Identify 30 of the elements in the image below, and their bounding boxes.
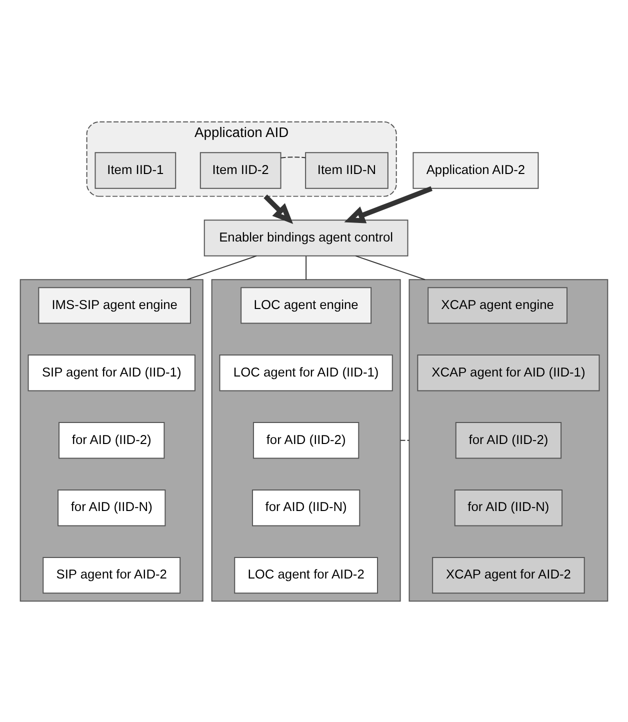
node-box: for AID (IID-2) bbox=[252, 422, 360, 458]
node-box: for AID (IID-2) bbox=[58, 422, 165, 458]
cluster bbox=[211, 278, 401, 602]
cluster bbox=[408, 278, 608, 602]
connector bbox=[355, 254, 426, 280]
connector bbox=[306, 255, 307, 280]
node-box: Item IID-N bbox=[305, 152, 388, 188]
arrow bbox=[344, 186, 432, 223]
node-box: for AID (IID-N) bbox=[454, 488, 563, 526]
node-box: XCAP agent for AID (IID-1) bbox=[417, 354, 600, 391]
node-box: XCAP agent engine bbox=[428, 286, 568, 324]
node-box: for AID (IID-N) bbox=[58, 488, 166, 526]
node-box: Item IID-2 bbox=[200, 152, 282, 188]
node-box: LOC agent engine bbox=[240, 286, 372, 324]
node-box: LOC agent for AID-2 bbox=[234, 556, 378, 594]
node-box: Item IID-1 bbox=[94, 152, 176, 188]
node-box: Enabler bindings agent control bbox=[204, 219, 408, 256]
cluster bbox=[20, 278, 204, 602]
node-box: XCAP agent for AID-2 bbox=[432, 556, 585, 594]
arrow bbox=[264, 194, 294, 224]
node-box: for AID (IID-N) bbox=[252, 488, 360, 526]
node-box: IMS-SIP agent engine bbox=[38, 286, 191, 324]
node-box: Application AID-2 bbox=[412, 152, 539, 188]
connector bbox=[186, 254, 257, 280]
node-box: for AID (IID-2) bbox=[455, 422, 562, 458]
connector bbox=[400, 439, 410, 440]
node-box: SIP agent for AID-2 bbox=[42, 556, 181, 594]
node-box: SIP agent for AID (IID-1) bbox=[28, 354, 196, 391]
node-box: LOC agent for AID (IID-1) bbox=[219, 354, 393, 391]
connector bbox=[280, 156, 306, 158]
